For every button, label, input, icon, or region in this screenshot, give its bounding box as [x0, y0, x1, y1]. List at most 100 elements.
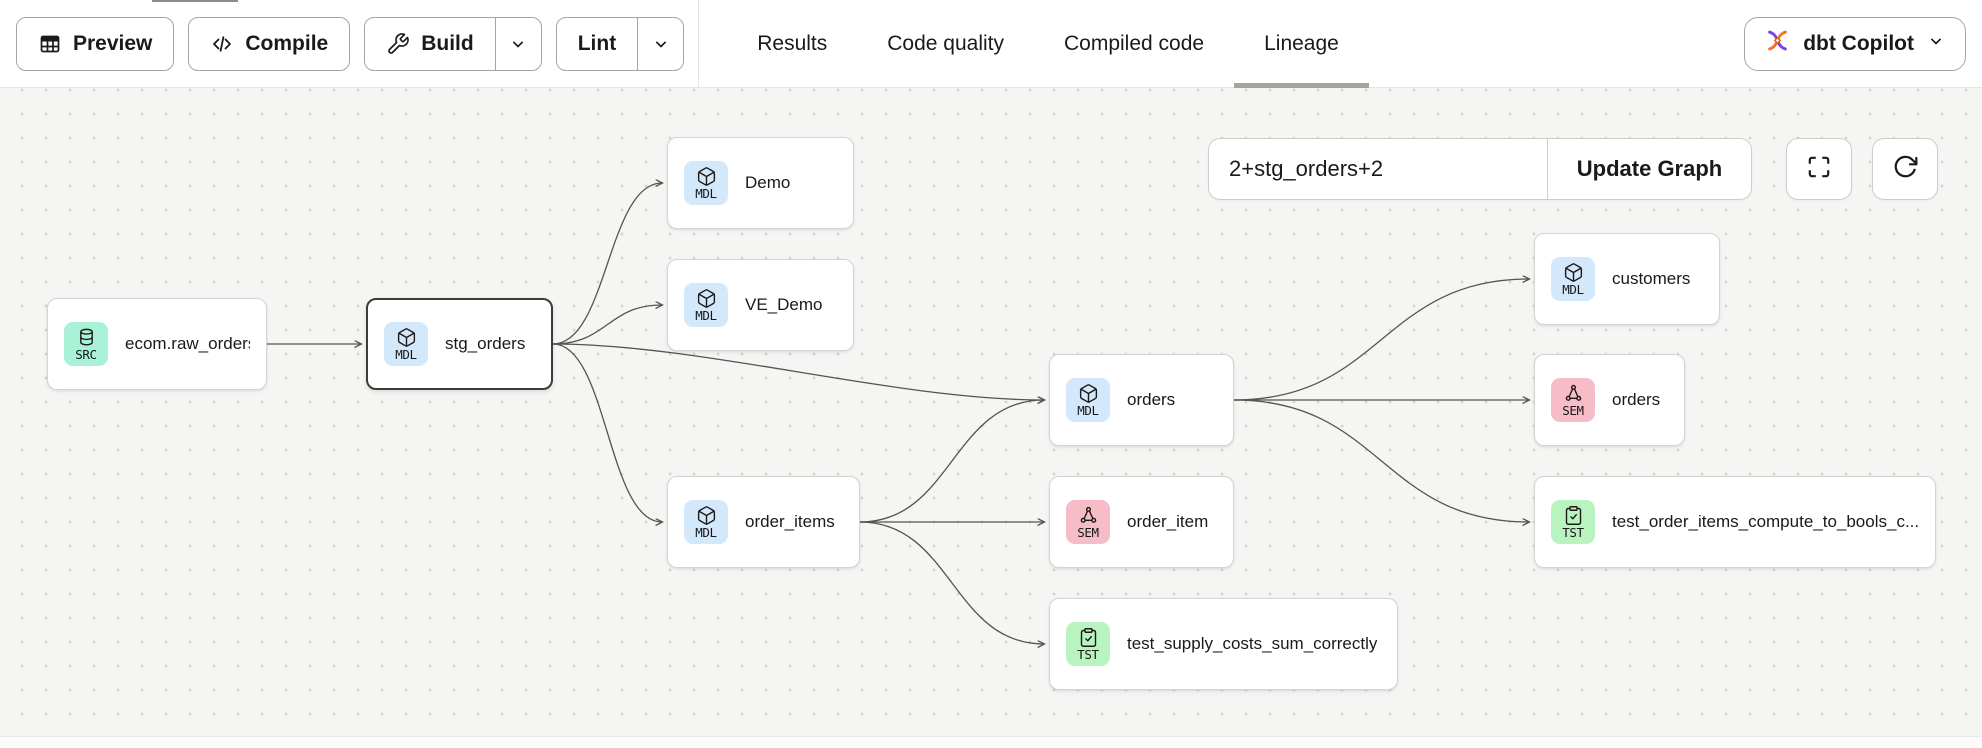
dbt-copilot-logo-icon [1764, 27, 1791, 60]
build-button-group: Build [364, 16, 542, 71]
tab-compiled-code[interactable]: Compiled code [1034, 0, 1234, 88]
update-graph-button[interactable]: Update Graph [1547, 139, 1751, 199]
semantic-graph-icon [1563, 382, 1584, 404]
update-graph-label: Update Graph [1576, 156, 1723, 181]
node-label: order_items [745, 512, 835, 531]
lineage-node-stg_orders[interactable]: MDL stg_orders [366, 298, 553, 390]
cube-icon [1078, 382, 1099, 404]
lineage-node-order_item_sem[interactable]: SEM order_item [1049, 476, 1234, 568]
cube-icon [696, 165, 717, 187]
node-type-label: SEM [1562, 402, 1584, 418]
tab-label: Compiled code [1064, 31, 1205, 55]
header-right: dbt Copilot [1744, 16, 1966, 71]
header-divider [698, 0, 700, 88]
node-type-label: MDL [1077, 402, 1099, 418]
node-type-label: MDL [695, 307, 717, 323]
chevron-down-icon [1926, 31, 1946, 57]
code-icon [210, 32, 234, 56]
node-label: test_order_items_compute_to_bools_c... [1612, 512, 1919, 531]
lineage-selector-group: Update Graph [1208, 138, 1752, 200]
toolbar: Preview Compile Build [16, 16, 685, 71]
lineage-edge [552, 343, 1044, 400]
lineage-edge [859, 400, 1044, 523]
node-type-label: MDL [695, 185, 717, 201]
lineage-node-orders_mdl[interactable]: MDL orders [1049, 354, 1234, 446]
node-type-badge: MDL [684, 283, 728, 327]
test-clipboard-icon [1563, 504, 1584, 526]
node-type-badge: MDL [1066, 378, 1110, 422]
lint-button-label: Lint [577, 31, 617, 55]
fullscreen-button[interactable] [1786, 138, 1852, 200]
node-type-badge: MDL [384, 322, 428, 366]
lineage-node-ve_demo[interactable]: MDL VE_Demo [667, 259, 854, 351]
result-tabs: Results Code quality Compiled code Linea… [727, 0, 1369, 88]
lineage-node-customers[interactable]: MDL customers [1534, 233, 1720, 325]
dbt-copilot-button[interactable]: dbt Copilot [1744, 16, 1966, 71]
maximize-icon [1806, 154, 1832, 185]
compile-button-label: Compile [245, 31, 329, 55]
node-type-label: TST [1077, 646, 1099, 662]
compile-button[interactable]: Compile [188, 16, 351, 71]
lineage-node-test_supply[interactable]: TST test_supply_costs_sum_correctly [1049, 598, 1398, 690]
node-label: VE_Demo [745, 295, 823, 314]
tab-label: Results [757, 31, 828, 55]
lineage-edge [1233, 399, 1529, 522]
node-label: orders [1127, 390, 1176, 409]
node-type-label: MDL [695, 524, 717, 540]
node-type-label: SEM [1077, 524, 1099, 540]
lineage-edge [552, 305, 662, 345]
lint-button[interactable]: Lint [557, 18, 637, 70]
lint-button-group: Lint [555, 16, 685, 71]
node-type-badge: TST [1551, 500, 1595, 544]
lineage-edge [552, 343, 662, 522]
node-label: stg_orders [445, 334, 526, 353]
top-tab-border-artifact [152, 0, 238, 2]
build-dropdown-button[interactable] [494, 17, 541, 70]
bottom-strip [0, 736, 1982, 748]
cube-icon [696, 287, 717, 309]
database-icon [76, 326, 97, 348]
refresh-icon [1891, 153, 1919, 186]
node-type-badge: SEM [1066, 500, 1110, 544]
chevron-down-icon [651, 34, 671, 54]
node-type-badge: MDL [1551, 257, 1595, 301]
lineage-edge [859, 521, 1044, 644]
tab-label: Code quality [887, 31, 1004, 55]
tab-label: Lineage [1264, 31, 1339, 55]
header-bar: Preview Compile Build [0, 0, 1982, 88]
build-button[interactable]: Build [365, 18, 495, 70]
node-type-label: TST [1562, 524, 1584, 540]
lineage-selector-input[interactable] [1209, 139, 1547, 199]
node-type-badge: TST [1066, 622, 1110, 666]
node-label: orders [1612, 390, 1661, 409]
build-button-label: Build [421, 31, 474, 55]
test-clipboard-icon [1078, 626, 1099, 648]
preview-button-label: Preview [73, 31, 153, 55]
lineage-node-test_order_items[interactable]: TST test_order_items_compute_to_bools_c..… [1534, 476, 1936, 568]
table-icon [38, 32, 62, 56]
preview-button[interactable]: Preview [16, 16, 175, 71]
semantic-graph-icon [1078, 504, 1099, 526]
lineage-canvas[interactable]: Update Graph SRCecom.raw_ordersMDLstg_or… [0, 88, 1982, 736]
lineage-node-order_items[interactable]: MDL order_items [667, 476, 860, 568]
cube-icon [396, 326, 417, 348]
node-label: customers [1612, 269, 1691, 288]
lineage-edge [1233, 279, 1529, 401]
lineage-edge [552, 183, 662, 345]
node-type-badge: MDL [684, 161, 728, 205]
tab-code-quality[interactable]: Code quality [857, 0, 1034, 88]
tab-lineage[interactable]: Lineage [1234, 0, 1369, 88]
node-label: order_item [1127, 512, 1209, 531]
tab-results[interactable]: Results [727, 0, 857, 88]
node-label: test_supply_costs_sum_correctly [1127, 634, 1378, 653]
refresh-button[interactable] [1872, 138, 1938, 200]
chevron-down-icon [508, 34, 528, 54]
node-type-label: MDL [395, 346, 417, 362]
cube-icon [696, 504, 717, 526]
node-type-badge: MDL [684, 500, 728, 544]
dbt-copilot-label: dbt Copilot [1803, 31, 1914, 55]
lint-dropdown-button[interactable] [637, 17, 683, 70]
lineage-node-orders_sem[interactable]: SEM orders [1534, 354, 1685, 446]
